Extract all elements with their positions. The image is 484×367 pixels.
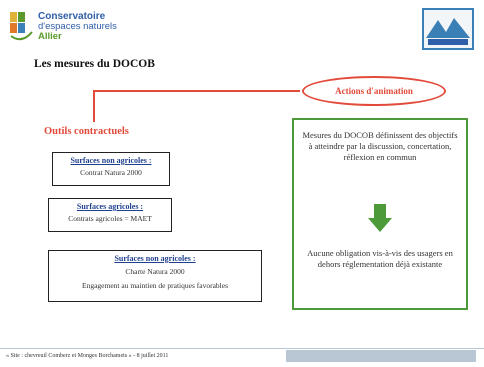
box-body-secondary: Engagement au maintien de pratiques favo…	[82, 281, 228, 290]
footer-accent	[286, 350, 476, 362]
footer-text: « Site : chevreuil Comberz et Monges Bor…	[6, 353, 169, 359]
box-title: Surfaces non agricoles :	[114, 254, 196, 263]
footer-bar	[0, 348, 484, 363]
conservatoire-logo: Conservatoire d'espaces naturels Allier	[8, 8, 118, 48]
connector-horizontal	[94, 90, 300, 92]
logo-region: Allier	[38, 31, 62, 42]
measure-box-1: Surfaces non agricoles : Contrat Natura …	[52, 152, 170, 186]
page-title: Les mesures du DOCOB	[34, 58, 155, 70]
leaves-icon	[10, 12, 33, 41]
landscape-icon	[424, 10, 472, 48]
oval-label: Actions d'animation	[335, 86, 413, 96]
green-box-bottom-text: Aucune obligation vis-à-vis des usagers …	[307, 248, 453, 269]
green-box-top-text: Mesures du DOCOB définissent des objecti…	[302, 130, 458, 162]
box-title: Surfaces non agricoles :	[70, 156, 152, 165]
docob-green-box: Mesures du DOCOB définissent des objecti…	[292, 118, 468, 310]
down-arrow-icon	[368, 204, 392, 232]
measure-box-3: Surfaces non agricoles : Charte Natura 2…	[48, 250, 262, 302]
logo-title: Conservatoire	[38, 11, 106, 22]
section-label: Outils contractuels	[44, 126, 129, 137]
connector-vertical	[93, 90, 95, 122]
box-body: Contrats agricoles = MAET	[68, 214, 152, 223]
logo-subtitle: d'espaces naturels	[38, 21, 117, 32]
measure-box-2: Surfaces agricoles : Contrats agricoles …	[48, 198, 172, 232]
box-body: Contrat Natura 2000	[80, 168, 142, 177]
box-body: Charte Natura 2000	[125, 267, 185, 276]
box-title: Surfaces agricoles :	[76, 202, 144, 211]
natura-logo	[422, 8, 474, 50]
animation-oval: Actions d'animation	[302, 76, 446, 106]
